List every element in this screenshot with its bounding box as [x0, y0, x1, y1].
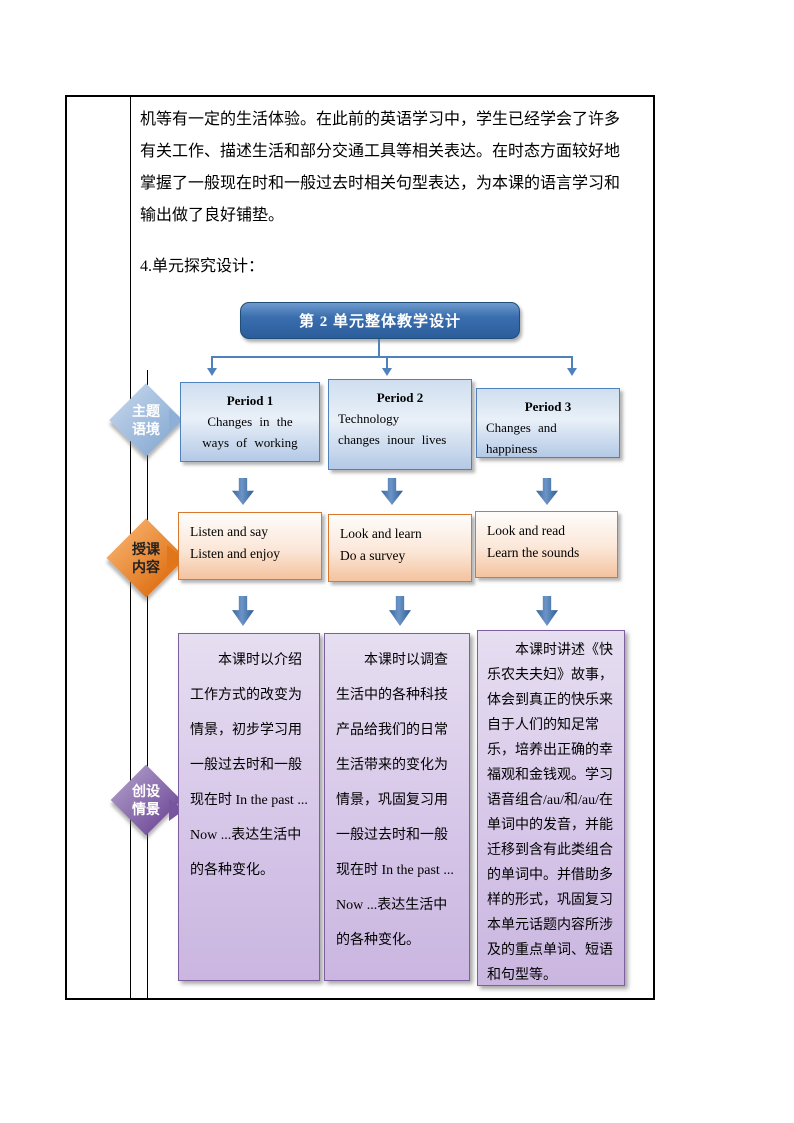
- period-box-2: Period 2 Technology changes inour lives: [328, 379, 472, 470]
- section-heading: 4.单元探究设计：: [140, 258, 265, 275]
- description-box-2: 本课时以调查生活中的各种科技产品给我们的日常生活带来的变化为情景，巩固复习用一般…: [324, 633, 470, 981]
- description-text: 本课时以介绍工作方式的改变为情景，初步学习用一般过去时和一般现在时 In the…: [190, 653, 308, 878]
- period-subtitle: Changes in the ways of working: [202, 414, 298, 450]
- activity-box-2: Look and learn Do a survey: [328, 514, 472, 582]
- down-arrow-icon: [207, 368, 217, 376]
- connector-drop-2: [386, 356, 388, 369]
- connector-drop-3: [571, 356, 573, 369]
- connector-stem: [378, 339, 380, 357]
- period-title: Period 3: [524, 399, 572, 414]
- period-box-3: Period 3 Changes and happiness: [476, 388, 620, 458]
- connector-horizontal-line: [211, 356, 573, 358]
- stage-label: 授课 内容: [132, 541, 160, 575]
- flowchart-title: 第 2 单元整体教学设计: [240, 302, 520, 339]
- description-box-3: 本课时讲述《快乐农夫夫妇》故事，体会到真正的快乐来自于人们的知足常乐，培养出正确…: [477, 630, 625, 986]
- description-box-1: 本课时以介绍工作方式的改变为情景，初步学习用一般过去时和一般现在时 In the…: [178, 633, 320, 981]
- period-box-1: Period 1 Changes in the ways of working: [180, 382, 320, 462]
- activity-box-1: Listen and say Listen and enjoy: [178, 512, 322, 580]
- stage-diamond-scenario-creation: 创设 情景: [110, 764, 182, 836]
- intro-paragraph: 机等有一定的生活体验。在此前的英语学习中，学生已经学会了许多 有关工作、描述生活…: [140, 111, 621, 224]
- down-arrow-icon: [567, 368, 577, 376]
- period-subtitle: Technology changes inour lives: [338, 411, 447, 447]
- period-title: Period 1: [226, 393, 274, 408]
- stage-label: 创设 情景: [132, 783, 160, 817]
- activity-box-3: Look and read Learn the sounds: [475, 511, 618, 578]
- description-text: 本课时以调查生活中的各种科技产品给我们的日常生活带来的变化为情景，巩固复习用一般…: [336, 653, 454, 948]
- description-text: 本课时讲述《快乐农夫夫妇》故事，体会到真正的快乐来自于人们的知足常乐，培养出正确…: [487, 643, 613, 983]
- stage-label: 主题 语境: [132, 403, 160, 437]
- connector-drop-1: [211, 356, 213, 369]
- stage-connector-line: [147, 370, 148, 1000]
- period-subtitle: Changes and happiness: [486, 420, 557, 456]
- down-arrow-icon: [382, 368, 392, 376]
- period-title: Period 2: [376, 390, 424, 405]
